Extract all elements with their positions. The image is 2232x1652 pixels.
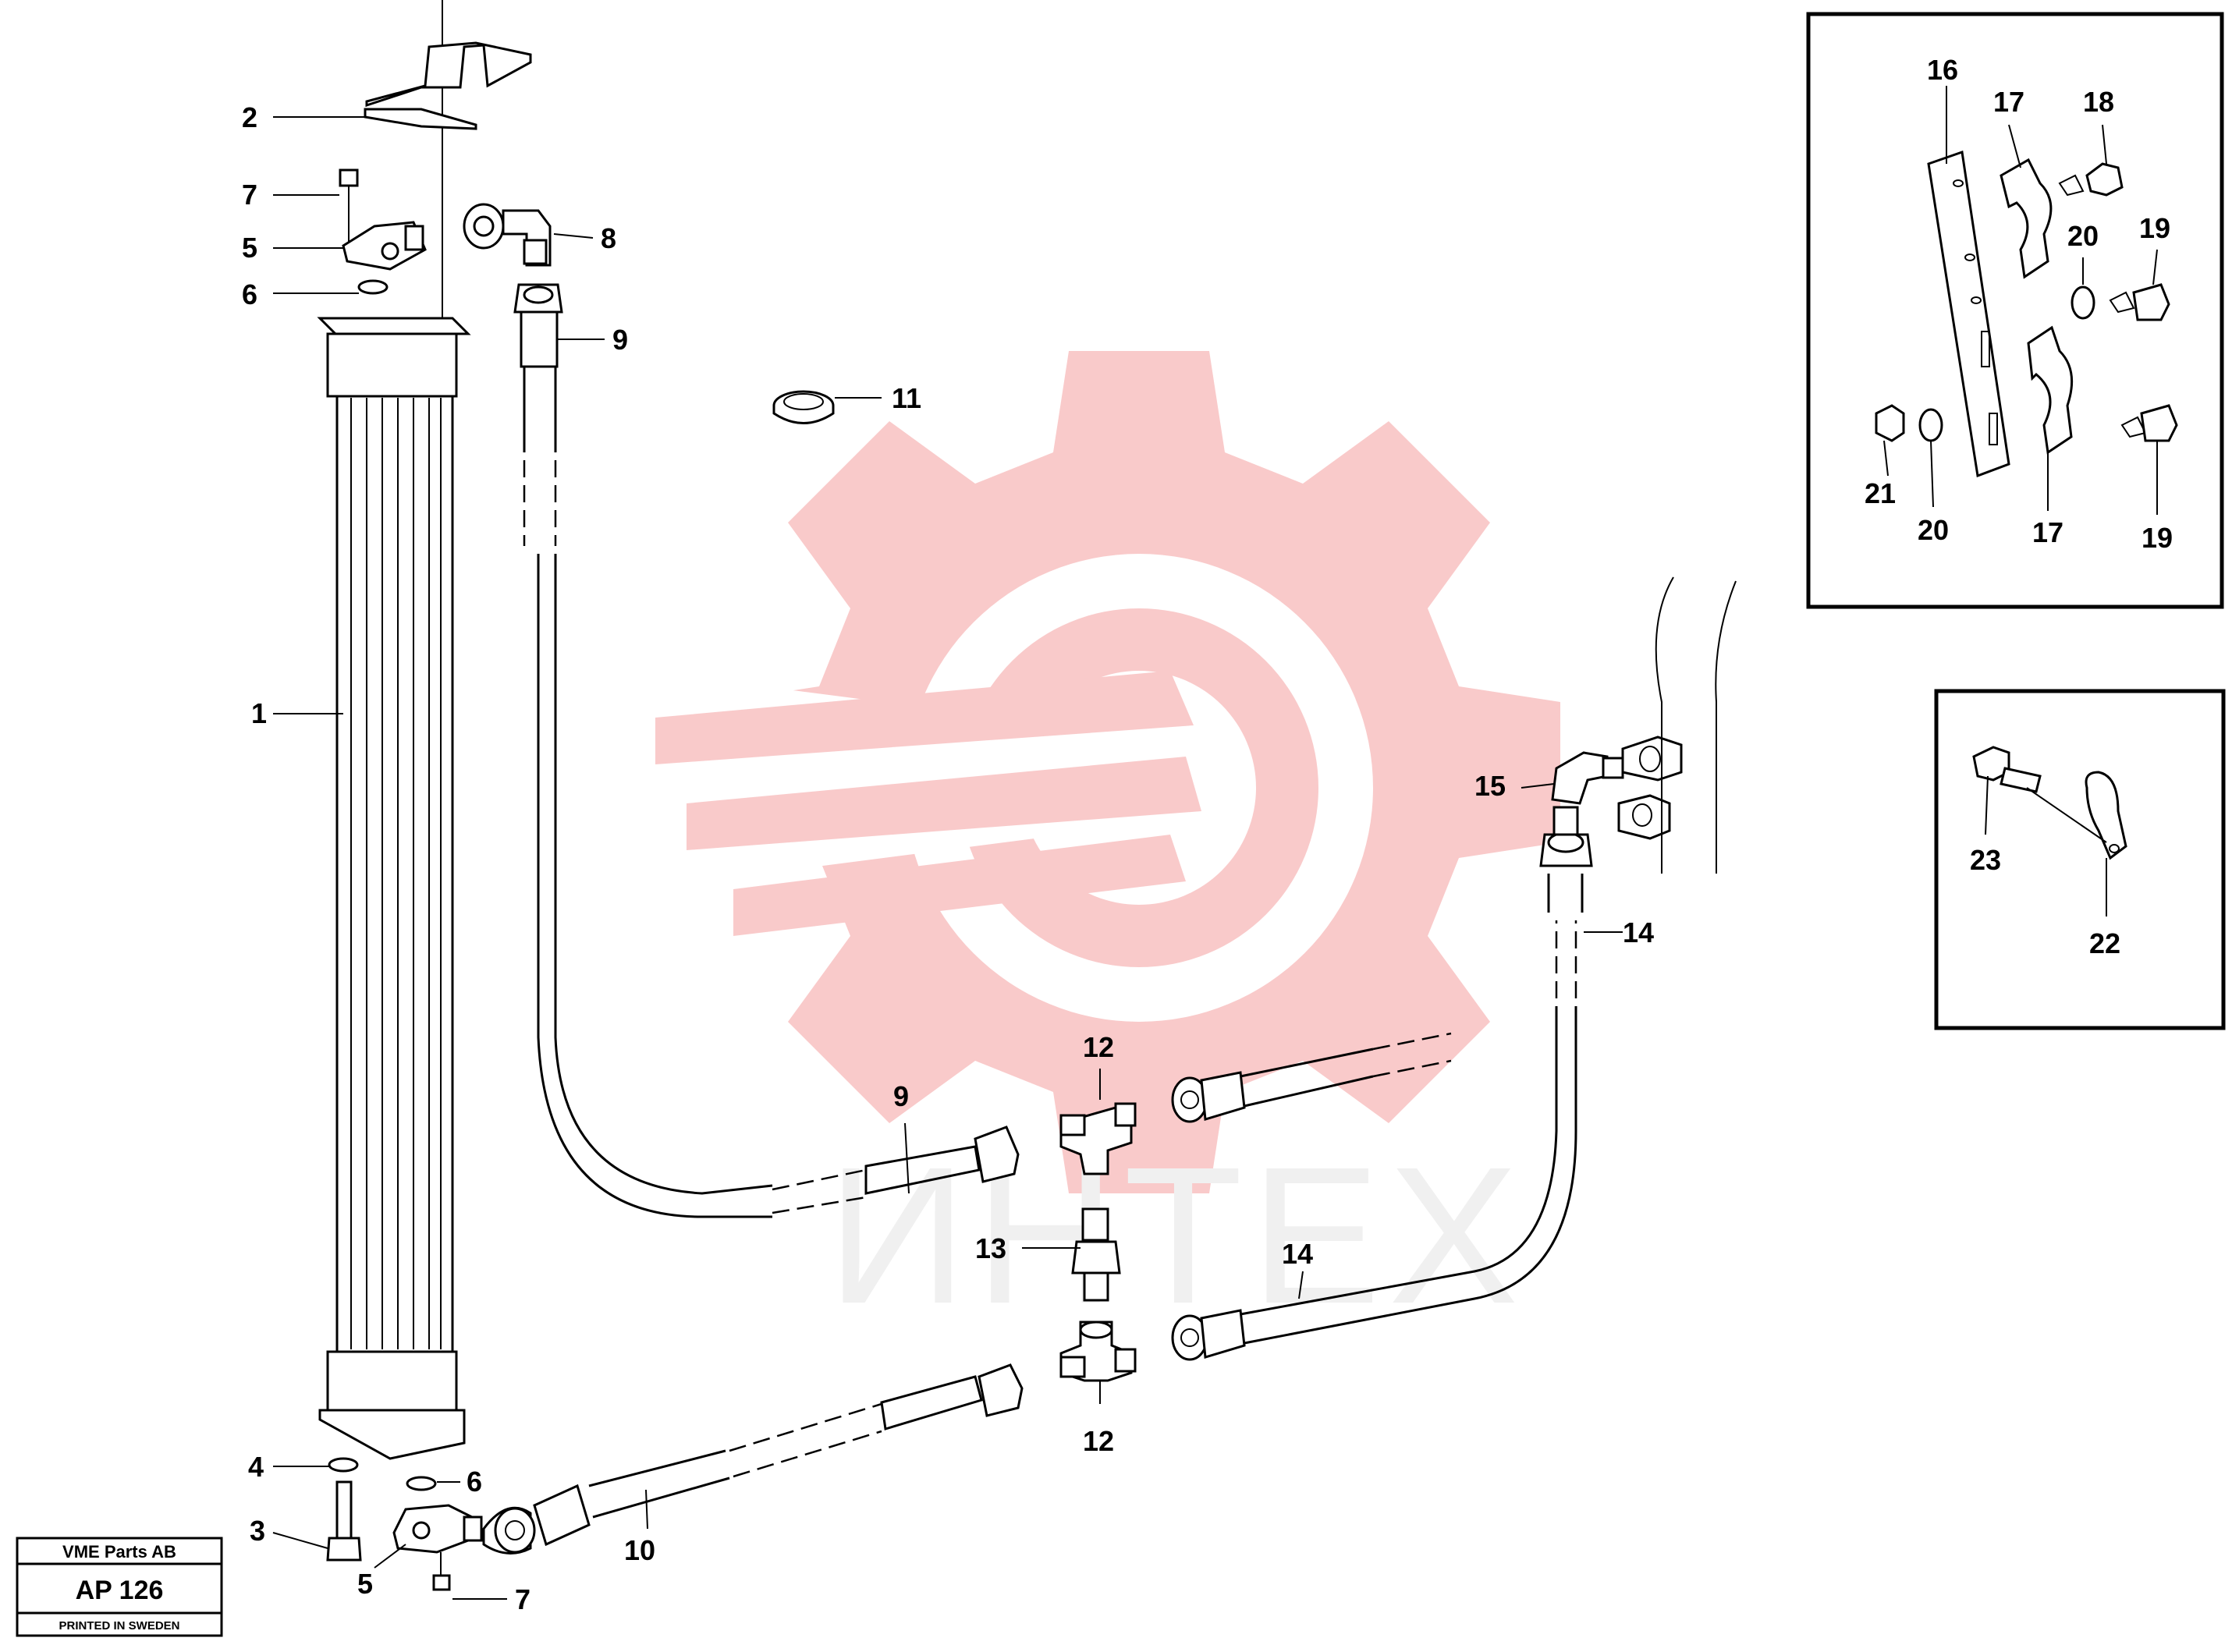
nipple-13 xyxy=(1071,1207,1121,1302)
callout-labels: 1 2 3 4 5 5 6 6 7 7 8 9 9 10 11 12 12 13… xyxy=(242,54,2173,1615)
callout-8: 8 xyxy=(601,222,616,254)
top-washer xyxy=(357,279,389,295)
callout-17-bottom: 17 xyxy=(2032,516,2063,548)
bulkhead-nut xyxy=(1621,736,1683,782)
top-hose-fitting xyxy=(463,203,563,368)
callout-16: 16 xyxy=(1927,54,1958,86)
bottom-screw xyxy=(432,1552,451,1591)
title-drawing-number: AP 126 xyxy=(76,1576,164,1605)
elbow-15 xyxy=(1551,751,1624,805)
callout-23: 23 xyxy=(1970,844,2001,876)
callout-13: 13 xyxy=(975,1232,1006,1264)
callout-11: 11 xyxy=(892,382,921,414)
callout-3: 3 xyxy=(250,1515,265,1547)
callout-19-top: 19 xyxy=(2139,212,2170,244)
leader-lines xyxy=(272,86,2158,1600)
hose-14 xyxy=(1171,806,1593,1361)
hose-9 xyxy=(523,367,1020,1218)
callout-15: 15 xyxy=(1474,770,1506,802)
lock-nut xyxy=(1617,794,1671,840)
hose-right-upper xyxy=(1171,1032,1452,1123)
oil-cooler xyxy=(317,317,471,1460)
callout-12-lower: 12 xyxy=(1083,1425,1114,1457)
upper-tee-fitting xyxy=(1059,1102,1137,1175)
callout-5-bottom: 5 xyxy=(357,1568,373,1600)
title-block: VME Parts AB AP 126 PRINTED IN SWEDEN xyxy=(16,1537,223,1637)
frame-panel-lines xyxy=(1655,576,1737,874)
bottom-washer-6 xyxy=(406,1476,437,1491)
inset-clamp-plate xyxy=(1806,12,2224,609)
lower-tee-fitting xyxy=(1059,1321,1137,1382)
inset-hose-clamp xyxy=(1934,689,2226,1030)
callout-21: 21 xyxy=(1865,477,1896,509)
callout-14-right: 14 xyxy=(1623,916,1654,948)
callout-9-lower: 9 xyxy=(893,1080,909,1112)
mounting-bracket xyxy=(364,0,532,335)
callout-7-top: 7 xyxy=(242,179,257,211)
callout-9-top: 9 xyxy=(612,324,628,356)
callout-17-top: 17 xyxy=(1993,86,2024,118)
bottom-bolt xyxy=(326,1480,362,1562)
callout-5-top: 5 xyxy=(242,232,257,264)
watermark-logo: ИНТЕХ xyxy=(655,351,1560,1344)
callout-20-top: 20 xyxy=(2067,220,2099,252)
callout-2: 2 xyxy=(242,101,257,133)
title-footer: PRINTED IN SWEDEN xyxy=(59,1619,179,1633)
title-company: VME Parts AB xyxy=(62,1542,176,1562)
watermark-text: ИНТЕХ xyxy=(827,1126,1526,1344)
callout-6-bottom: 6 xyxy=(467,1466,482,1498)
top-elbow-fitting xyxy=(342,221,427,271)
callout-22: 22 xyxy=(2089,927,2120,959)
callout-10: 10 xyxy=(624,1534,655,1566)
callout-18: 18 xyxy=(2083,86,2114,118)
top-screw xyxy=(339,168,359,242)
callout-6-top: 6 xyxy=(242,278,257,310)
callout-12-upper: 12 xyxy=(1083,1031,1114,1063)
callout-1: 1 xyxy=(251,697,267,729)
callout-19-bottom: 19 xyxy=(2142,522,2173,554)
callout-20-bottom: 20 xyxy=(1918,514,1949,546)
callout-4: 4 xyxy=(248,1451,264,1483)
grommet xyxy=(772,390,835,424)
callout-7-bottom: 7 xyxy=(515,1583,530,1615)
bottom-washer xyxy=(328,1457,359,1473)
hose-10 xyxy=(482,1363,1024,1555)
bottom-elbow-fitting xyxy=(392,1504,483,1554)
callout-14-lower: 14 xyxy=(1282,1238,1313,1270)
